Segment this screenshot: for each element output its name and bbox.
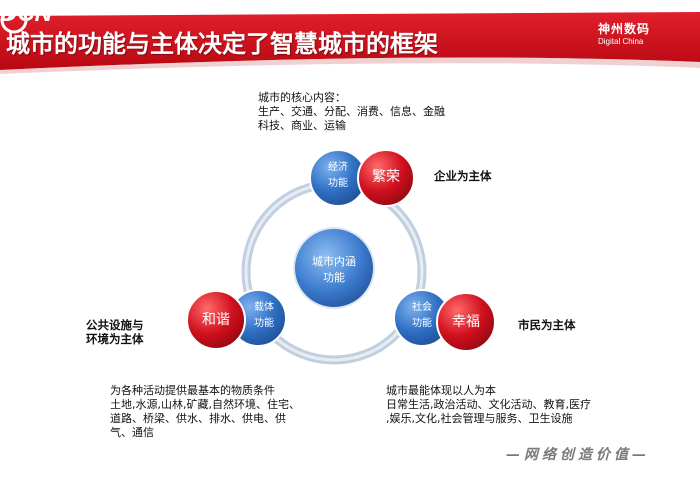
society-desc-line1: 城市最能体现以人为本: [386, 384, 496, 397]
header-background: [0, 12, 700, 74]
core-content-title: 城市的核心内容：: [258, 91, 346, 104]
digital-china-cn: 神州数码: [598, 22, 651, 36]
carrier-subject-line1: 公共设施与: [86, 318, 144, 332]
economy-badge: [357, 149, 415, 207]
carrier-label: 载体 功能: [240, 300, 288, 332]
carrier-desc-line3: 道路、桥梁、供水、排水、供电、供: [110, 412, 286, 425]
core-content-line1: 生产、交通、分配、消费、信息、金融: [258, 105, 445, 118]
economy-label-line2: 功能: [328, 178, 348, 189]
center-label-line2: 功能: [323, 271, 345, 284]
carrier-subject-line2: 环境为主体: [86, 332, 144, 346]
society-label-line1: 社会: [412, 302, 432, 313]
economy-badge-label: 繁荣: [372, 169, 400, 185]
carrier-badge: [186, 290, 246, 350]
digital-china-logo-icon: [0, 6, 28, 34]
carrier-desc-line1: 为各种活动提供最基本的物质条件: [110, 384, 275, 397]
digital-china-en: Digital China: [598, 37, 644, 46]
carrier-desc-line4: 气、通信: [110, 426, 154, 439]
society-label-line2: 功能: [412, 318, 432, 329]
society-desc-line2: 日常生活,政治活动、文化活动、教育,医疗: [386, 398, 591, 411]
center-label-line1: 城市内涵: [312, 255, 356, 268]
society-desc-line3: ,娱乐,文化,社会管理与服务、卫生设施: [386, 412, 573, 425]
page-title: 城市的功能与主体决定了智慧城市的框架: [6, 30, 438, 58]
carrier-label-line1: 载体: [254, 302, 274, 313]
carrier-label-line2: 功能: [254, 318, 274, 329]
society-badge: [436, 292, 496, 352]
carrier-badge-label: 和谐: [202, 312, 230, 328]
header-banner: 城市的功能与主体决定了智慧城市的框架 DCN 神州数码 Digital Chin…: [0, 0, 700, 74]
economy-label-line1: 经济: [328, 162, 348, 173]
carrier-desc-line2: 土地,水源,山林,矿藏,自然环境、住宅、: [110, 398, 300, 411]
economy-subject: 企业为主体: [434, 169, 492, 183]
society-label: 社会 功能: [398, 300, 446, 332]
society-badge-label: 幸福: [452, 314, 480, 330]
core-content-line2: 科技、商业、运输: [258, 119, 346, 132]
center-label: 城市内涵 功能: [294, 254, 374, 286]
society-subject: 市民为主体: [518, 318, 576, 332]
footer-slogan: —网络创造价值—: [506, 447, 650, 463]
center-circle: [293, 227, 375, 309]
economy-label: 经济 功能: [314, 160, 362, 192]
